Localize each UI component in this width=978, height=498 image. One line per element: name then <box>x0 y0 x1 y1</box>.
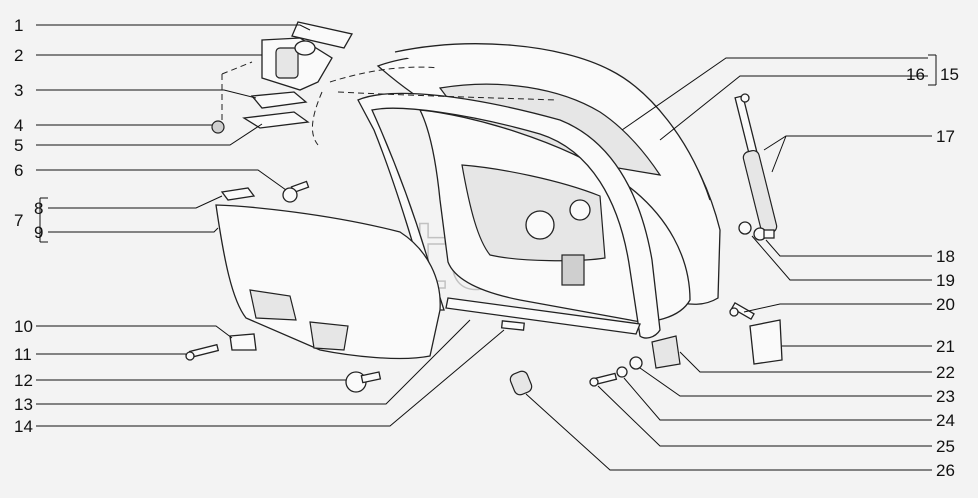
bolt-with-washer <box>282 180 310 203</box>
hinge-gasket-2 <box>242 111 310 129</box>
callout-13: 13 <box>14 395 33 414</box>
callout-26: 26 <box>936 461 955 480</box>
callout-2: 2 <box>14 46 23 65</box>
lock-striker <box>749 319 783 365</box>
callout-8: 8 <box>34 199 43 218</box>
callout-21: 21 <box>936 337 955 356</box>
callout-17: 17 <box>936 127 955 146</box>
callouts-right: 16 15 17 18 19 20 21 22 23 24 25 26 <box>906 65 959 480</box>
screw <box>185 343 220 361</box>
callout-1: 1 <box>14 16 23 35</box>
callout-11: 11 <box>14 345 32 364</box>
trim-cap <box>220 187 256 201</box>
washer-small <box>616 366 628 378</box>
hinge <box>261 37 333 91</box>
rubber-bumper <box>651 335 681 369</box>
callout-22: 22 <box>936 363 955 382</box>
rubber-plug <box>509 370 533 396</box>
door-trim-panel <box>215 204 441 360</box>
leader-lines <box>36 24 937 471</box>
ball-stud <box>753 227 775 241</box>
gas-strut <box>734 93 778 235</box>
callout-5: 5 <box>14 136 23 155</box>
callout-7: 7 <box>14 211 23 230</box>
callout-9: 9 <box>34 223 43 242</box>
tailgate-assembly <box>357 43 721 339</box>
mounting-screw <box>589 372 618 387</box>
callout-18: 18 <box>936 247 955 266</box>
hinge-gasket <box>250 91 308 109</box>
fastener <box>345 371 382 393</box>
callout-20: 20 <box>936 295 955 314</box>
callout-24: 24 <box>936 411 955 430</box>
callout-14: 14 <box>14 417 33 436</box>
callout-15: 15 <box>940 65 959 84</box>
callout-10: 10 <box>14 317 33 336</box>
callout-6: 6 <box>14 161 23 180</box>
callout-16: 16 <box>906 65 925 84</box>
callout-4: 4 <box>14 116 23 135</box>
bolt <box>729 302 755 320</box>
callouts-left: 1 2 3 4 5 6 8 7 9 10 11 12 13 14 <box>14 16 43 436</box>
callout-3: 3 <box>14 81 23 100</box>
callout-12: 12 <box>14 371 33 390</box>
callout-19: 19 <box>936 271 955 290</box>
callout-23: 23 <box>936 387 955 406</box>
callout-25: 25 <box>936 437 955 456</box>
panel-clip <box>229 333 257 351</box>
spacer <box>629 356 643 370</box>
washer <box>738 221 752 235</box>
nut <box>211 120 225 134</box>
